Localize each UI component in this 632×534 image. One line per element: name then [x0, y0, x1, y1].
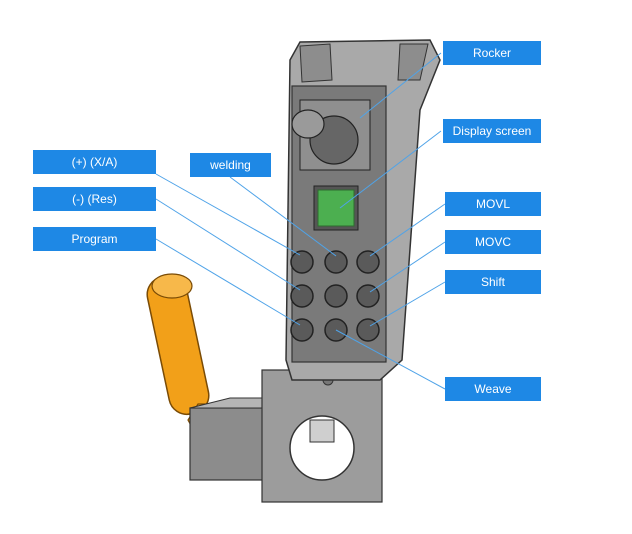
- welding-label: welding: [190, 153, 271, 177]
- minus-res-button: [290, 284, 314, 308]
- weave-label: Weave: [445, 377, 541, 401]
- movl-button: [356, 250, 380, 274]
- plus-xa-button: [290, 250, 314, 274]
- button-grid: [290, 250, 380, 342]
- middle-button: [324, 284, 348, 308]
- minus-res-label: (-) (Res): [33, 187, 156, 211]
- leader-lines: [155, 52, 446, 390]
- display-screen-label: Display screen: [443, 119, 541, 143]
- program-label: Program: [33, 227, 156, 251]
- shift-label: Shift: [445, 270, 541, 294]
- movl-label: MOVL: [445, 192, 541, 216]
- clamp-block: [189, 369, 383, 503]
- movc-button: [356, 284, 380, 308]
- movc-label: MOVC: [445, 230, 541, 254]
- plus-xa-label: (+) (X/A): [33, 150, 156, 174]
- welding-button: [324, 250, 348, 274]
- rocker-label: Rocker: [443, 41, 541, 65]
- program-button: [290, 318, 314, 342]
